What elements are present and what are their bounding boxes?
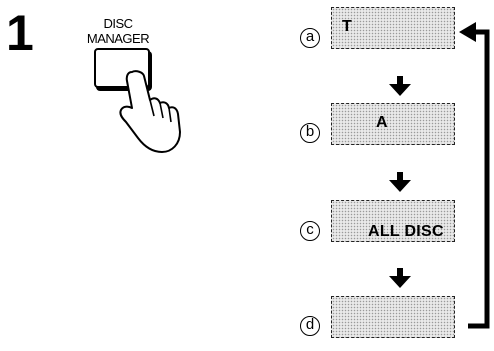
- return-loop-arrow-icon: [459, 22, 487, 326]
- down-arrow-icon: [389, 268, 411, 288]
- down-arrow-icon: [389, 172, 411, 192]
- down-arrow-icon: [389, 76, 411, 96]
